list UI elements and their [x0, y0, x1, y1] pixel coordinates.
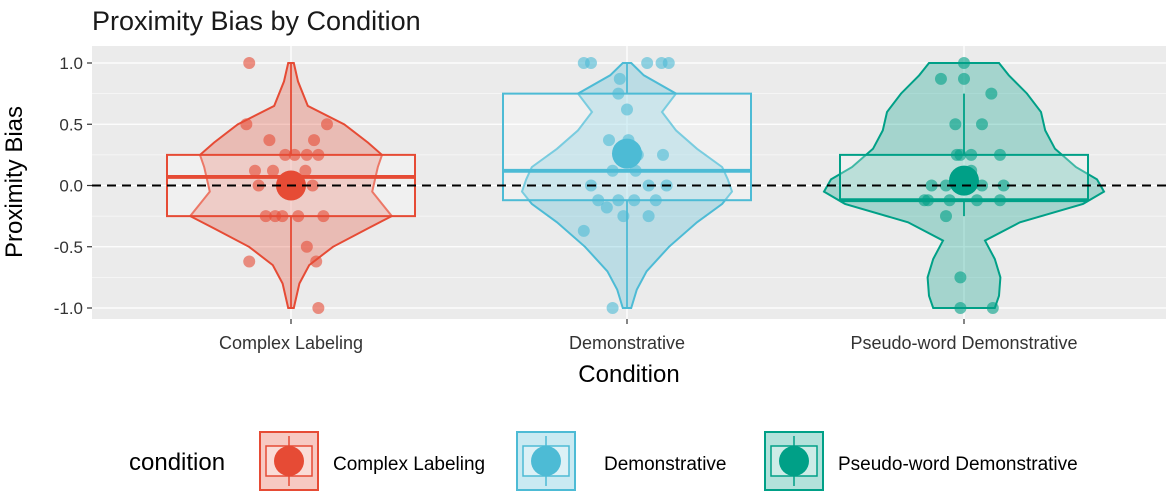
data-point — [954, 271, 967, 284]
data-point — [300, 240, 313, 253]
data-point — [310, 255, 323, 268]
data-point — [577, 224, 590, 237]
legend-label: Complex Labeling — [333, 454, 485, 475]
data-point — [994, 194, 1006, 207]
x-tick-label: Pseudo-word Demonstrative — [850, 333, 1077, 353]
data-point — [606, 164, 619, 177]
violin-group — [502, 57, 752, 314]
data-point — [299, 164, 312, 177]
data-point — [621, 103, 633, 116]
chart-title: Proximity Bias by Condition — [92, 6, 421, 36]
data-point — [940, 179, 952, 192]
legend-title: condition — [129, 449, 225, 476]
data-point — [592, 194, 605, 207]
data-point — [276, 210, 289, 223]
data-point — [642, 210, 655, 223]
data-point — [629, 164, 642, 177]
mean-point — [949, 165, 979, 196]
data-point — [986, 302, 999, 314]
data-point — [976, 118, 988, 131]
data-point — [949, 118, 962, 131]
violin-shape — [520, 62, 734, 309]
data-point — [312, 148, 325, 161]
data-point — [958, 57, 970, 69]
x-tick-label: Demonstrative — [569, 333, 685, 353]
data-point — [970, 194, 983, 207]
legend-item: Complex Labeling — [259, 431, 485, 491]
data-point — [292, 210, 305, 223]
data-point — [954, 148, 967, 161]
data-point — [240, 118, 253, 131]
data-point — [585, 57, 597, 69]
legend-key-mean — [531, 446, 561, 476]
legend-item: Pseudo-word Demonstrative — [764, 431, 1078, 491]
data-point — [259, 210, 272, 223]
y-tick-label: 1.0 — [59, 54, 83, 73]
x-axis-title: Condition — [578, 361, 679, 388]
y-axis-title: Proximity Bias — [1, 106, 28, 258]
data-point — [600, 201, 613, 214]
y-axis: 1.0 0.5 0.0 -0.5 -1.0 — [54, 54, 92, 318]
legend-label: Demonstrative — [604, 454, 727, 475]
data-point — [662, 57, 675, 69]
data-point — [243, 57, 256, 69]
data-point — [300, 148, 313, 161]
data-point — [288, 148, 301, 161]
data-point — [321, 118, 333, 131]
data-point — [649, 194, 662, 207]
data-point — [985, 87, 998, 100]
x-tick-label: Complex Labeling — [219, 333, 363, 353]
data-point — [657, 148, 669, 161]
data-point — [617, 210, 630, 223]
mean-point — [612, 138, 642, 169]
data-point — [263, 134, 276, 147]
y-tick-label: -1.0 — [54, 299, 83, 318]
data-point — [606, 302, 619, 314]
data-point — [965, 148, 978, 161]
data-point — [641, 57, 654, 69]
data-point — [997, 179, 1010, 192]
data-point — [940, 210, 952, 223]
data-point — [954, 302, 967, 314]
data-point — [312, 302, 325, 314]
y-tick-label: 0.5 — [59, 115, 83, 134]
data-point — [279, 148, 292, 161]
data-point — [308, 134, 321, 147]
data-point — [249, 164, 261, 177]
legend-key-mean — [274, 446, 304, 476]
data-point — [612, 87, 625, 100]
data-point — [243, 255, 256, 268]
data-point — [317, 210, 330, 223]
data-point — [925, 179, 938, 192]
y-tick-label: -0.5 — [54, 238, 83, 257]
data-point — [994, 148, 1006, 161]
data-point — [934, 72, 947, 85]
legend: condition Complex Labeling Demonstrative P… — [129, 431, 1078, 491]
data-point — [267, 164, 279, 177]
y-tick-label: 0.0 — [59, 177, 83, 196]
legend-key-mean — [779, 446, 809, 476]
data-point — [958, 72, 970, 85]
data-point — [943, 194, 956, 207]
legend-item: Demonstrative — [516, 431, 727, 491]
data-point — [922, 194, 934, 207]
data-point — [613, 72, 626, 85]
data-point — [628, 194, 641, 207]
legend-label: Pseudo-word Demonstrative — [838, 454, 1078, 475]
x-axis: Complex Labeling Demonstrative Pseudo-word… — [219, 319, 1078, 353]
data-point — [612, 194, 625, 207]
data-point — [603, 134, 615, 147]
data-point — [306, 179, 319, 192]
